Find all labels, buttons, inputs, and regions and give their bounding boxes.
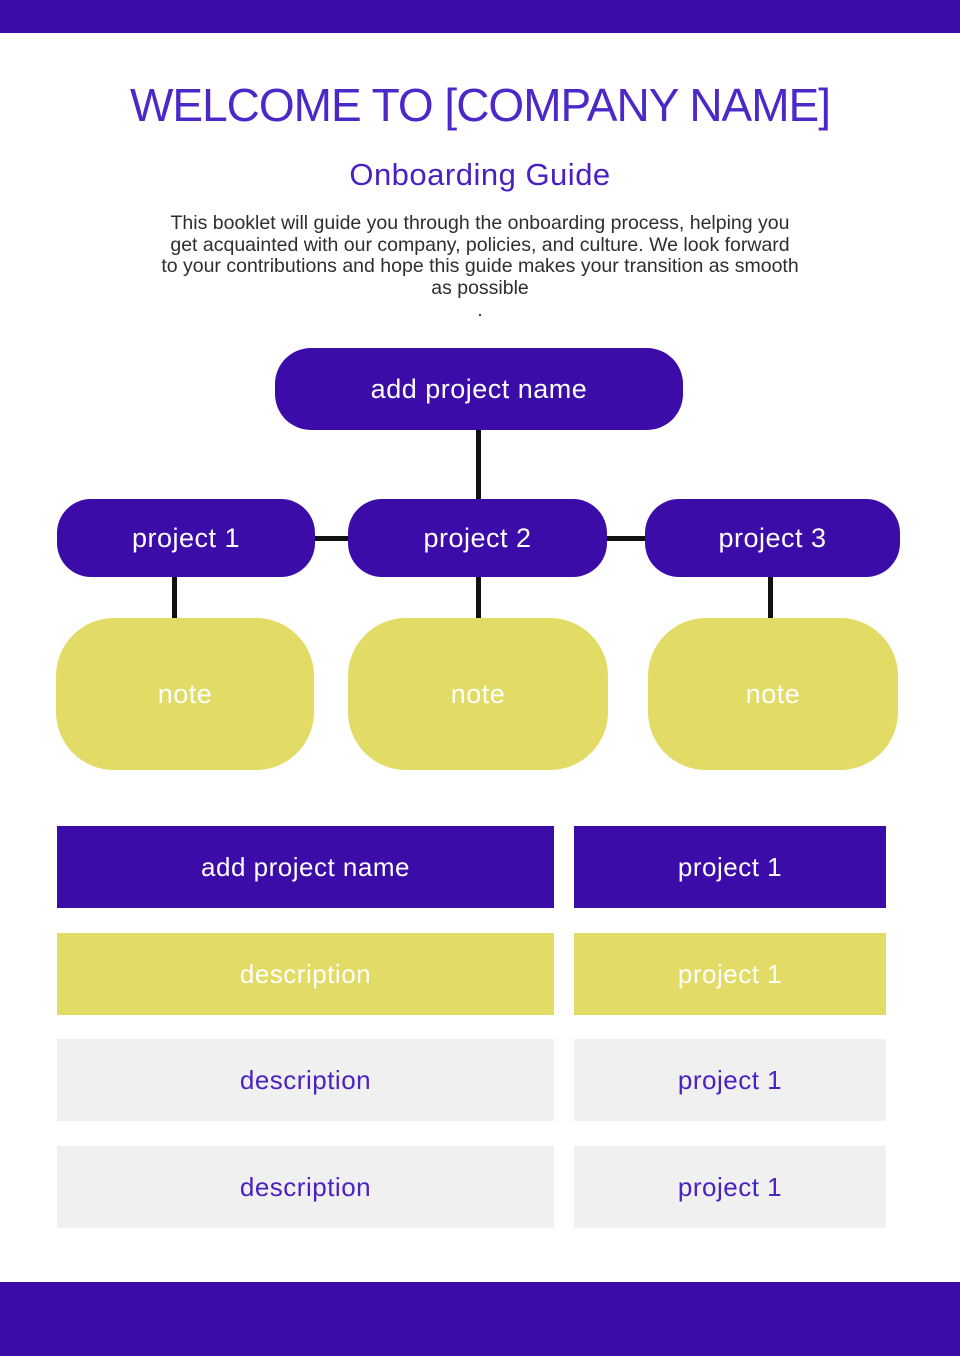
block-project-1-gray-2-label: project 1 bbox=[677, 1171, 783, 1202]
top-accent-bar bbox=[0, 0, 960, 33]
chart-node-note-1: note bbox=[56, 618, 314, 770]
chart-node-project-3: project 3 bbox=[645, 499, 900, 577]
block-description-yellow-label: description bbox=[239, 958, 372, 989]
connector-project2-to-note bbox=[476, 577, 481, 619]
connector-project3-to-note bbox=[768, 577, 773, 619]
chart-node-root-label: add project name bbox=[370, 373, 588, 404]
block-project-1-yellow: project 1 bbox=[574, 933, 886, 1015]
chart-node-note-3-label: note bbox=[745, 678, 801, 709]
block-project-1-gray-2: project 1 bbox=[574, 1146, 886, 1228]
chart-node-project-1-label: project 1 bbox=[131, 522, 241, 553]
intro-trailing-period: . bbox=[477, 300, 483, 321]
block-description-gray-2: description bbox=[57, 1146, 554, 1228]
chart-node-root: add project name bbox=[275, 348, 683, 430]
chart-node-project-2-label: project 2 bbox=[423, 522, 532, 553]
block-description-gray-2-label: description bbox=[239, 1171, 372, 1202]
block-project-1-purple: project 1 bbox=[574, 826, 886, 908]
block-project-1-yellow-label: project 1 bbox=[677, 958, 783, 989]
chart-node-note-2: note bbox=[348, 618, 608, 770]
connector-project2-to-project3 bbox=[607, 536, 645, 541]
block-description-gray-1: description bbox=[57, 1039, 554, 1121]
block-description-gray-1-label: description bbox=[239, 1064, 372, 1095]
connector-project1-to-note bbox=[172, 577, 177, 619]
block-add-project-name: add project name bbox=[57, 826, 554, 908]
block-project-1-gray-1: project 1 bbox=[574, 1039, 886, 1121]
chart-node-note-3: note bbox=[648, 618, 898, 770]
page-title: WELCOME TO [COMPANY NAME] bbox=[129, 79, 831, 131]
block-project-1-purple-label: project 1 bbox=[677, 851, 783, 882]
chart-node-project-3-label: project 3 bbox=[718, 522, 827, 553]
connector-project1-to-project2 bbox=[315, 536, 348, 541]
chart-node-project-1: project 1 bbox=[57, 499, 315, 577]
connector-root-to-project2 bbox=[476, 430, 481, 500]
chart-node-note-2-label: note bbox=[450, 678, 506, 709]
bottom-accent-bar bbox=[0, 1282, 960, 1356]
page-subtitle: Onboarding Guide bbox=[349, 157, 611, 192]
intro-paragraph: This booklet will guide you through the … bbox=[161, 212, 799, 299]
chart-node-note-1-label: note bbox=[157, 678, 213, 709]
block-description-yellow: description bbox=[57, 933, 554, 1015]
chart-node-project-2: project 2 bbox=[348, 499, 607, 577]
block-add-project-name-label: add project name bbox=[201, 851, 410, 882]
block-project-1-gray-1-label: project 1 bbox=[677, 1064, 783, 1095]
